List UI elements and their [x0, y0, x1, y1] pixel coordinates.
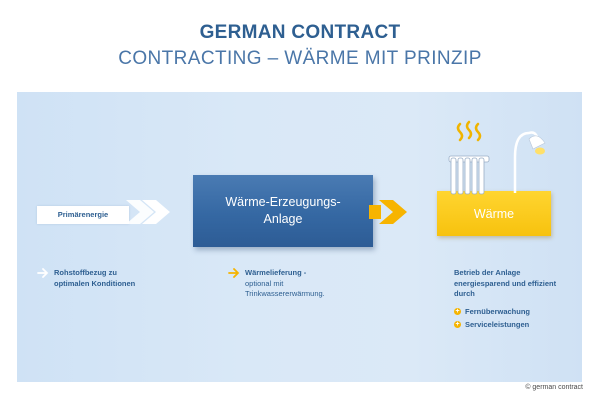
primary-energy-label: Primärenergie [37, 206, 129, 224]
page-subtitle: CONTRACTING – WÄRME MIT PRINZIP [118, 48, 482, 69]
note-operation-text: Betrieb der Anlage energiesparend und ef… [454, 268, 557, 298]
note-operation: Betrieb der Anlage energiesparend und ef… [454, 268, 564, 330]
note-heat-delivery: Wärmelieferung - optional mit Trinkwasse… [228, 268, 365, 300]
heat-wave-icon [456, 120, 482, 142]
yellow-double-arrow-icon [369, 200, 407, 224]
note-raw-material-text: Rohstoffbezug zu optimalen Konditionen [54, 268, 136, 288]
plus-icon: + [454, 307, 461, 315]
white-arrow-icon [37, 268, 49, 278]
copyright: © german contract [525, 384, 583, 391]
white-double-arrow-icon [126, 200, 170, 224]
bullet-services: + Serviceleistungen [454, 319, 564, 330]
heat-output-label: Wärme [473, 206, 515, 221]
note-heat-delivery-sub: optional mit Trinkwassererwärmung. [245, 278, 325, 299]
note-heat-delivery-title: Wärmelieferung - [245, 268, 307, 277]
lamp-icon [513, 131, 546, 193]
heat-generation-plant-box: Wärme-Erzeugungs-Anlage [193, 175, 373, 247]
radiator-icon [448, 120, 490, 195]
plus-icon: + [454, 320, 461, 328]
page-title: GERMAN CONTRACT [199, 22, 401, 43]
bullet-remote-monitoring-text: Fernüberwachung [465, 306, 531, 316]
note-raw-material: Rohstoffbezug zu optimalen Konditionen [37, 268, 149, 289]
bullet-services-text: Serviceleistungen [465, 319, 530, 329]
heat-output-box: Wärme [437, 191, 551, 236]
bullet-remote-monitoring: + Fernüberwachung [454, 306, 564, 317]
heat-generation-plant-label: Wärme-Erzeugungs-Anlage [225, 195, 341, 226]
yellow-arrow-icon [228, 268, 240, 278]
